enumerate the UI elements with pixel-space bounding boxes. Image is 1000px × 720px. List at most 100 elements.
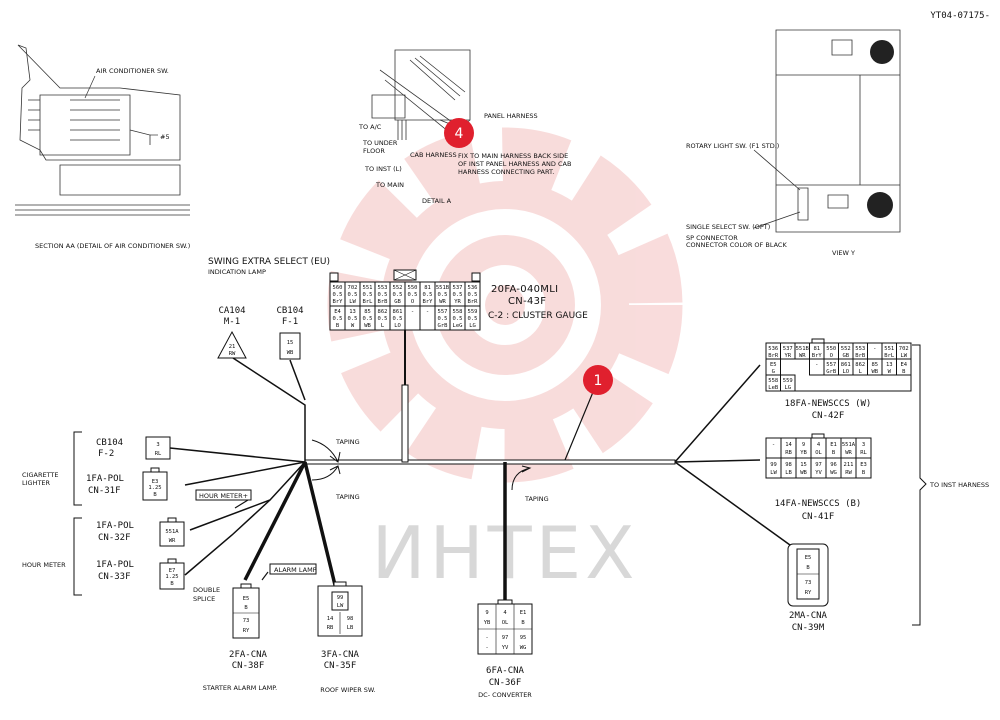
cn43f-pin-size: 0.5 [453, 316, 463, 322]
watermark-text: ИНТЕХ [372, 511, 639, 595]
to-inst-harness: TO INST HARNESS [929, 481, 989, 489]
cn43f-pin-size: 0.5 [363, 316, 373, 322]
cn42f-pin-number: 557 [826, 362, 836, 368]
detail-a: PANEL HARNESS TO A/C TO UNDER FLOOR TO I… [358, 49, 571, 205]
cn42f-pin-number: 81 [813, 346, 820, 352]
cn43f-pin-wire: O [411, 299, 414, 305]
view-y: ROTARY LIGHT SW. (F1 STD.) SINGLE SELECT… [686, 29, 901, 257]
cn41f-pin-number: 4 [817, 442, 821, 448]
cn32f-pin: 551A [165, 529, 179, 535]
detail-a-cab-harness: CAB HARNESS [410, 151, 457, 159]
cn38f-code: CN-38F [232, 661, 265, 671]
cb104-left-code: F-2 [98, 449, 114, 459]
cn42f-pin-number: 559 [783, 378, 793, 384]
cn38f-c4: RY [243, 628, 250, 634]
cn43f-name: 20FA-040MLI [491, 284, 558, 295]
cn42f-pin-number: 551 [884, 346, 894, 352]
cn36f-c2: 4 [503, 610, 507, 616]
cn41f-pin-number: 98 [785, 462, 792, 468]
cn43f-pin-size: 0.5 [423, 292, 433, 298]
wire-to-cn38f [243, 461, 307, 581]
cn43f-note: C-2 : CLUSTER GAUGE [488, 311, 588, 321]
cn35f-desc: ROOF WIPER SW. [320, 686, 375, 694]
cn41f-pin-wire: RL [860, 450, 867, 456]
cb104-left-name: CB104 [96, 438, 123, 448]
taping-label-2: TAPING [335, 493, 360, 501]
cn43f-cell [464, 305, 481, 331]
cn43f-pin-number: 559 [468, 309, 478, 315]
cn43f-pin-wire: YR [454, 299, 461, 305]
cn42f-pin-number: 553 [855, 346, 865, 352]
ca104-pin: 21 [229, 344, 236, 350]
marker-4: 4 [444, 118, 474, 148]
wire-to-cn35f [303, 461, 337, 586]
cn43f-pin-number: 550 [408, 285, 418, 291]
cn39m-c1: E5 [805, 555, 812, 561]
cn43f-pin-wire: WB [364, 323, 371, 329]
cn43f-pin-wire: LeG [453, 323, 463, 329]
cn32f-tab [167, 517, 177, 523]
wire-hour-meter-plus [234, 499, 249, 509]
double-splice-2: SPLICE [193, 595, 215, 603]
cn41f-pin-number: 9 [802, 442, 805, 448]
cn36f-c3: E1 [520, 610, 527, 616]
cn42f-pin-number: 537 [783, 346, 793, 352]
detail-a-fix-note-3: HARNESS CONNECTING PART. [458, 168, 554, 176]
cn43f-pin-number: 537 [453, 285, 463, 291]
taping-marks: TAPING TAPING TAPING [311, 438, 549, 503]
cn43f-pin-number: 557 [438, 309, 448, 315]
cn43f-pin-size: 0.5 [378, 316, 388, 322]
cn43f-pin-wire: GB [394, 299, 401, 305]
cn31f-code: CN-31F [88, 486, 121, 496]
cn33f-wire: B [170, 581, 174, 587]
cn43f-pin-size: 0.5 [468, 292, 478, 298]
connector-cn39m: E5 B 73 RY 2MA-CNA CN-39M [787, 543, 829, 633]
cn42f-pin-wire: BrR [768, 353, 779, 359]
cb104-top-wire: WB [287, 350, 294, 356]
view-y-knob-bottom [867, 192, 893, 218]
cn32f-name: 1FA-POL [96, 521, 134, 531]
cb104-left-pin: 3 [156, 442, 159, 448]
cn33f-size: 1.25 [165, 574, 178, 580]
cn41f-pin-number: - [772, 442, 775, 448]
cn36f-c8: 97 [502, 635, 509, 641]
cn43f-code: CN-43F [508, 296, 546, 307]
cn42f-cell [896, 358, 912, 376]
connector-cn36f: 9 4 E1 YB OL B - 97 95 - YV WG 6FA-CNA C… [477, 599, 533, 699]
cn41f-code: CN-41F [802, 512, 835, 522]
cn41f-pin-wire: OL [815, 450, 822, 456]
cn43f-pin-size: 0.5 [468, 316, 478, 322]
cn36f-c6: B [521, 620, 525, 626]
cn36f-c9: 95 [520, 635, 527, 641]
cn38f-tab [240, 583, 252, 589]
cn43f-pin-size: 0.5 [333, 316, 343, 322]
cn41f-cell [855, 457, 872, 479]
cn35f-c2: LW [337, 603, 344, 609]
cn36f-c12: WG [520, 645, 527, 651]
cn42f-pin-wire: WR [799, 353, 806, 359]
cn38f-c1: E5 [243, 596, 250, 602]
cn36f-desc: DC- CONVERTER [478, 691, 532, 699]
cn35f-name: 3FA-CNA [321, 650, 360, 660]
cn42f-pin-number: 536 [768, 346, 778, 352]
double-splice-1: DOUBLE [193, 586, 220, 594]
cn42f-pin-wire: LW [900, 353, 907, 359]
cn42f-pin-wire: BrY [812, 353, 823, 359]
ca104-code: M-1 [224, 317, 240, 327]
detail-a-fix-note-1: FIX TO MAIN HARNESS BACK SIDE [458, 152, 568, 160]
wire-to-cn41f [674, 459, 761, 463]
cn41f-pin-wire: LB [785, 470, 792, 476]
cn42f-pin-number: 552 [841, 346, 851, 352]
cb104-top-pin: 15 [287, 340, 294, 346]
cn39m-c2: B [806, 565, 810, 571]
cn43f-pin-size: 0.5 [393, 316, 403, 322]
connector-ca104: CA104 M-1 21 RW [217, 306, 247, 359]
hour-meter-bracket [73, 517, 82, 596]
cb104-top-name: CB104 [276, 306, 303, 316]
cb104-top-code: F-1 [282, 317, 298, 327]
wire-alarm-lamp [261, 571, 269, 581]
section-aa-drawing [15, 44, 190, 216]
cn43f-pin-number: 551 [363, 285, 373, 291]
cn41f-cell [765, 437, 782, 459]
cn42f-pin-number: - [815, 362, 818, 368]
